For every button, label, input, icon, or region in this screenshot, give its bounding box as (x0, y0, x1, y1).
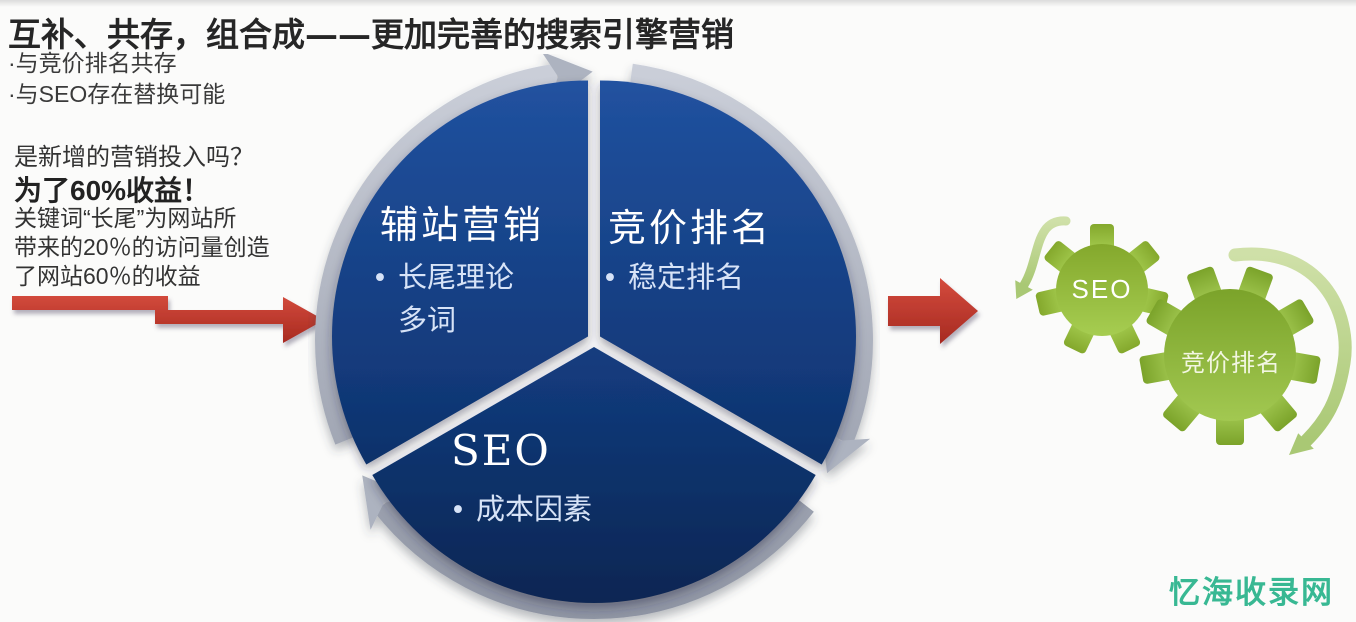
wedge-left (332, 80, 588, 465)
segment-bullet-bottom: •成本因素 (450, 488, 592, 532)
wedge-right (600, 80, 856, 465)
ring-arrow-bottom-icon (362, 475, 814, 620)
header-bullet: ·与竞价排名共存 (8, 50, 177, 76)
segment-bullet-right: •稳定排名 (602, 256, 744, 300)
segment-title-left: 辅站营销 (380, 203, 545, 247)
bent-right-arrow-icon (12, 296, 324, 343)
gears-graphic (1015, 216, 1352, 455)
bullet-dot-icon: • (372, 263, 388, 294)
watermark: 忆海收录网 (1169, 575, 1334, 610)
bullet-dot-icon: • (450, 495, 466, 526)
top-edge-artifact (0, 0, 1356, 7)
page-title: 互补、共存，组合成——更加完善的搜索引擎营销 (8, 15, 734, 54)
cycle-wedges (332, 80, 856, 603)
ring-arrow-left-icon (315, 54, 593, 445)
block-right-arrow-icon (888, 278, 978, 344)
header-bullet: ·与SEO存在替换可能 (8, 81, 226, 107)
header-bullet-list: ·与竞价排名共存 ·与SEO存在替换可能 (8, 48, 225, 110)
left-note-body: 关键词“长尾”为网站所 带来的20％的访问量创造 了网站60％的收益 (14, 205, 270, 289)
wedge-bottom (372, 347, 816, 603)
gear-small-label: SEO (1071, 274, 1133, 304)
bullet-dot-icon: • (602, 263, 618, 294)
ring-arrows (315, 54, 873, 620)
gear-small-icon (1035, 224, 1169, 354)
segment-title-bottom: SEO (451, 426, 551, 475)
gear-large-label: 竞价排名 (1181, 349, 1281, 377)
ring-arrow-right-icon (629, 63, 873, 474)
cycle-diagram (315, 54, 873, 620)
gear-large-icon (1139, 266, 1321, 445)
curved-arrow-small-icon (1015, 216, 1071, 299)
segment-title-right: 竞价排名 (608, 206, 773, 250)
left-note-question: 是新增的营销投入吗？ (14, 144, 254, 171)
curved-arrow-large-icon (1228, 247, 1352, 455)
segment-bullet-left: •长尾理论 多词 (372, 256, 514, 342)
left-note-highlight: 为了60%收益！ (14, 175, 211, 206)
